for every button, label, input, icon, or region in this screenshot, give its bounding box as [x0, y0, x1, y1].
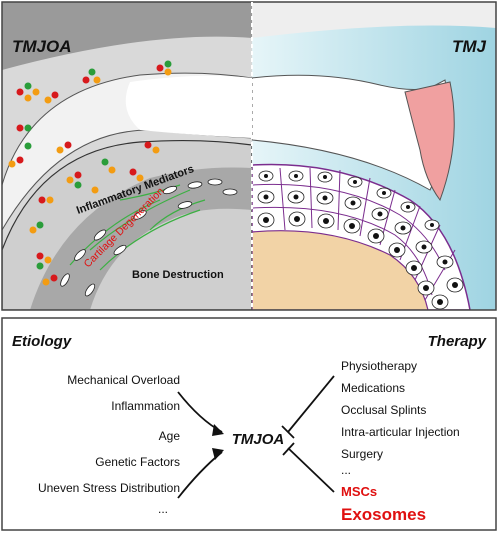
disc-highlight — [125, 75, 252, 138]
therapy-item: Intra-articular Injection — [341, 425, 460, 439]
top-panel-border — [1, 1, 497, 311]
subchondral-bone — [252, 230, 429, 310]
synovium — [404, 81, 455, 202]
bottom-panel-border — [1, 317, 497, 531]
therapy-list: Physiotherapy Medications Occlusal Splin… — [341, 359, 460, 477]
etiology-heading: Etiology — [12, 333, 72, 350]
etiology-item: Age — [159, 429, 181, 443]
arrow-head-lower — [212, 448, 224, 460]
tmjoa-center-label: TMJOA — [232, 431, 285, 448]
tmj-title: TMJ — [452, 37, 487, 56]
therapy-item: Surgery — [341, 447, 383, 461]
etiology-item: ... — [158, 502, 168, 516]
msc-therapy-label: MSCs — [341, 484, 377, 499]
tmjoa-half — [2, 2, 252, 310]
therapy-heading: Therapy — [428, 333, 487, 350]
top-panel: TMJOA TMJ Inflammatory Mediators Cartila… — [1, 1, 497, 311]
etiology-list: Mechanical Overload Inflammation Age Gen… — [38, 373, 180, 516]
therapy-item: Medications — [341, 381, 405, 395]
skull-band — [2, 2, 252, 70]
tmjoa-title: TMJOA — [12, 37, 72, 56]
etiology-item: Uneven Stress Distribution — [38, 481, 180, 495]
skull-band-right — [252, 2, 496, 38]
chondrocytes — [257, 170, 464, 310]
arrow-head-upper — [212, 424, 224, 436]
inflammatory-dots — [8, 60, 172, 286]
therapy-item: Occlusal Splints — [341, 403, 426, 417]
exosome-therapy-label: Exosomes — [341, 505, 426, 524]
tmj-half — [252, 2, 496, 310]
etiology-item: Genetic Factors — [95, 455, 180, 469]
therapy-item: ... — [341, 463, 351, 477]
etiology-item: Inflammation — [111, 399, 180, 413]
etiology-item: Mechanical Overload — [67, 373, 180, 387]
bone-destruction-label: Bone Destruction — [132, 269, 224, 281]
therapy-inhibition-lines — [281, 375, 335, 493]
therapy-item: Physiotherapy — [341, 359, 417, 373]
bottom-panel: Etiology Therapy Mechanical Overload Inf… — [1, 317, 497, 531]
damaged-cells — [60, 178, 238, 297]
